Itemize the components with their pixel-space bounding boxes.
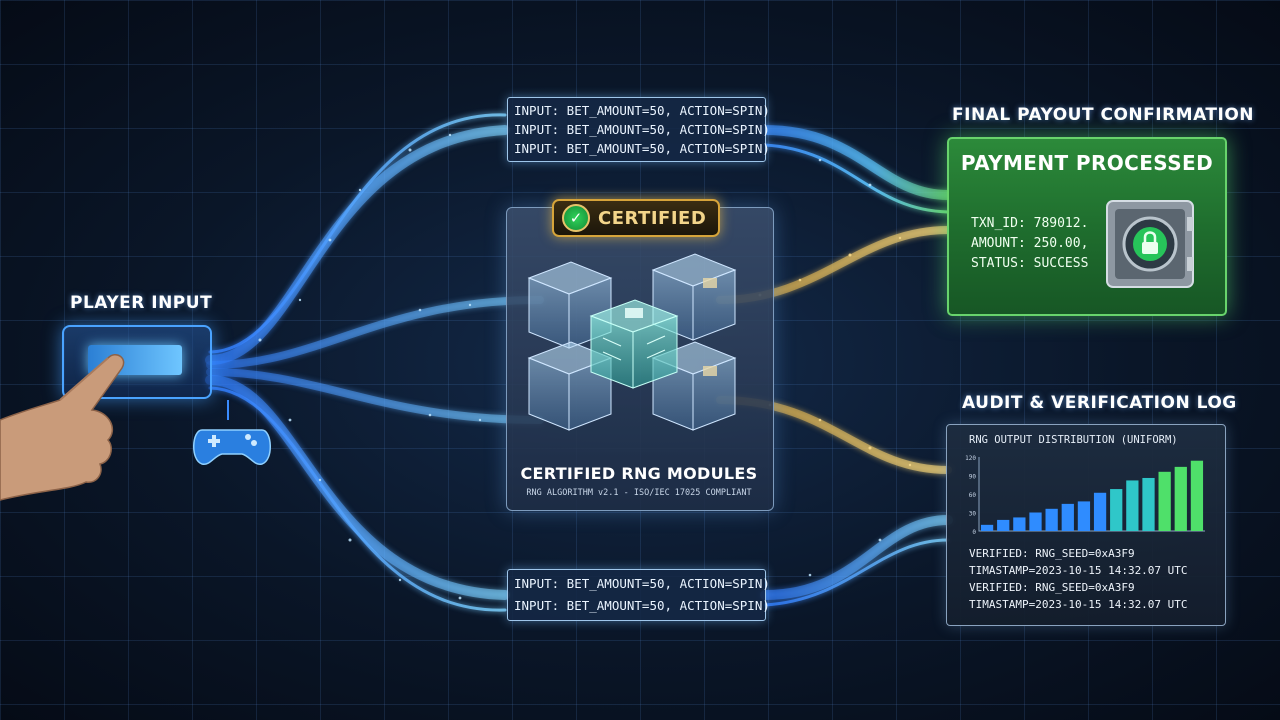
certified-badge-label: CERTIFIED (598, 207, 707, 229)
input-log-line: INPUT: BET_AMOUNT=50, ACTION=SPIN) (514, 122, 770, 137)
rng-card-title: CERTIFIED RNG MODULES (520, 464, 758, 483)
distribution-bar (980, 524, 994, 531)
payment-amount: AMOUNT: 250.00, (971, 236, 1089, 251)
distribution-bar (1077, 501, 1091, 531)
stream-rng-top (206, 296, 544, 369)
stream-payout-a (760, 125, 953, 200)
input-log-line: INPUT: BET_AMOUNT=50, ACTION=SPIN) (514, 598, 770, 613)
y-tick-label: 120 (965, 455, 976, 462)
payment-header: PAYMENT PROCESSED (960, 151, 1214, 175)
pointing-hand-icon (0, 354, 125, 501)
distribution-bar (1158, 471, 1171, 531)
stream-rng-bottom (206, 368, 544, 424)
payment-status: STATUS: SUCCESS (971, 256, 1089, 271)
input-log-top: INPUT: BET_AMOUNT=50, ACTION=SPIN) INPUT… (507, 97, 770, 162)
distribution-bar (1142, 477, 1155, 531)
vault-lock-icon (1106, 200, 1194, 288)
rng-cubes-illustration (527, 253, 737, 431)
audit-line: VERIFIED: RNG_SEED=0xA3F9 (969, 547, 1135, 560)
audit-log-title: AUDIT & VERIFICATION LOG (962, 393, 1237, 413)
chart-axis (978, 457, 1205, 532)
input-log-line: INPUT: BET_AMOUNT=50, ACTION=SPIN) (514, 103, 770, 118)
stream-lower-b (208, 386, 507, 612)
distribution-bar (997, 519, 1010, 531)
input-log-bottom: INPUT: BET_AMOUNT=50, ACTION=SPIN) INPUT… (507, 569, 770, 621)
distribution-bar (1093, 492, 1107, 531)
stream-audit-b (763, 538, 950, 607)
stream-payout-b (763, 143, 950, 214)
stream-upper-a (205, 125, 510, 365)
audit-panel: RNG OUTPUT DISTRIBUTION (UNIFORM) 0 30 60 9… (946, 424, 1226, 626)
distribution-bar (1174, 466, 1187, 531)
payment-panel: PAYMENT PROCESSED TXN_ID: 789012. AMOUNT… (947, 137, 1227, 316)
y-tick-label: 30 (969, 511, 977, 518)
distribution-bar (1045, 508, 1058, 531)
distribution-bar (1013, 517, 1026, 531)
distribution-bar (1029, 512, 1042, 531)
checkmark-icon: ✓ (562, 204, 590, 232)
final-payout-title: FINAL PAYOUT CONFIRMATION (952, 105, 1255, 125)
distribution-bar (1061, 503, 1074, 531)
rng-card-subtitle: RNG ALGORITHM v2.1 - ISO/IEC 17025 COMPL… (526, 488, 752, 498)
distribution-bar (1190, 460, 1204, 531)
distribution-chart: 0 30 60 90 120 (965, 455, 1205, 536)
distribution-bar (1126, 480, 1139, 531)
y-tick-label: 90 (969, 474, 977, 481)
y-tick-label: 60 (969, 492, 977, 499)
txn-id: TXN_ID: 789012. (971, 216, 1089, 231)
distribution-bar (1110, 489, 1123, 531)
stream-upper-b (208, 113, 507, 354)
stream-particles (258, 133, 882, 600)
rng-cube-center (589, 299, 679, 389)
y-tick-label: 0 (972, 529, 976, 536)
certified-badge: ✓ CERTIFIED (552, 199, 720, 237)
audit-chart-title: RNG OUTPUT DISTRIBUTION (UNIFORM) (969, 434, 1178, 446)
player-input-title: PLAYER INPUT (70, 293, 213, 313)
input-log-line: INPUT: BET_AMOUNT=50, ACTION=SPIN) (514, 576, 770, 591)
rng-module-card (506, 207, 774, 511)
audit-line: TIMASTAMP=2023-10-15 14:32.07 UTC (969, 598, 1188, 611)
stream-audit-a (760, 515, 953, 600)
audit-line: VERIFIED: RNG_SEED=0xA3F9 (969, 581, 1135, 594)
gamepad-icon (193, 400, 271, 465)
input-log-line: INPUT: BET_AMOUNT=50, ACTION=SPIN) (514, 141, 770, 156)
audit-line: TIMASTAMP=2023-10-15 14:32.07 UTC (969, 564, 1188, 577)
